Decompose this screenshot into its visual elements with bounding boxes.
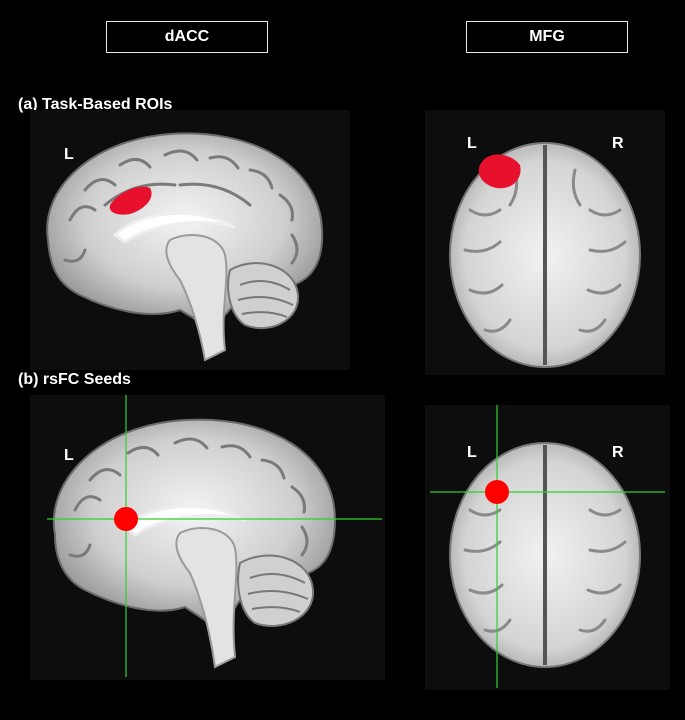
mfg-roi-marker <box>478 154 521 189</box>
orientation-label-right-a2: R <box>612 135 624 152</box>
orientation-label-left-a2: L <box>467 135 477 152</box>
axial-brain-roi <box>425 110 665 375</box>
section-label-task-rois: (a) Task-Based ROIs <box>18 96 173 113</box>
header-dacc: dACC <box>106 21 268 53</box>
axial-brain-seed <box>425 405 670 690</box>
orientation-label-left-b2: L <box>467 444 477 461</box>
orientation-label-left-a1: L <box>64 146 74 163</box>
dacc-seed-marker <box>114 507 138 531</box>
sagittal-brain-roi <box>30 110 350 370</box>
orientation-label-right-b2: R <box>612 444 624 461</box>
sagittal-brain-seed <box>30 395 385 680</box>
dacc-roi-marker <box>109 186 152 215</box>
orientation-label-left-b1: L <box>64 447 74 464</box>
section-label-rsfc-seeds: (b) rsFC Seeds <box>18 371 131 388</box>
mfg-seed-marker <box>485 480 509 504</box>
header-mfg: MFG <box>466 21 628 53</box>
